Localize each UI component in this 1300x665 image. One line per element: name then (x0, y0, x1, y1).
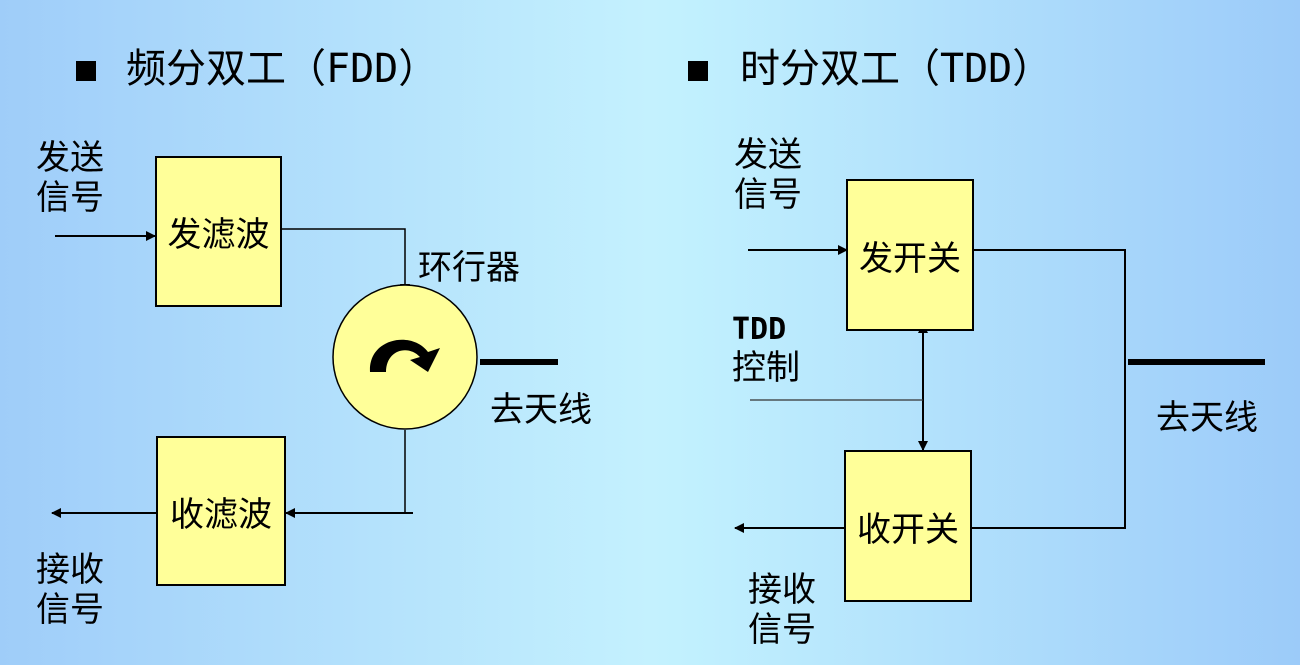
label-line: 信号 (36, 590, 104, 630)
rx-filter-block: 收滤波 (156, 436, 286, 586)
label-line: 信号 (36, 178, 104, 218)
tdd-receive-label: 接收 信号 (748, 570, 816, 650)
label-line: 信号 (734, 175, 802, 215)
circulator (332, 284, 478, 430)
rx-switch-block: 收开关 (844, 450, 972, 602)
fdd-title-text: 频分双工（ (126, 46, 326, 92)
square-bullet-icon (76, 61, 96, 81)
tdd-title: 时分双工（TDD） (740, 45, 1052, 93)
fdd-tx-to-circulator-line (281, 228, 410, 294)
fdd-title: 频分双工（FDD） (126, 45, 438, 93)
fdd-title-close: ） (398, 46, 439, 92)
tx-filter-block: 发滤波 (155, 156, 282, 307)
tdd-title-abbr: TDD (940, 46, 1013, 92)
tdd-title-text: 时分双工（ (740, 46, 940, 92)
label-line: 接收 (748, 570, 816, 610)
clockwise-arrow-icon (369, 339, 440, 372)
label-line: 发送 (36, 138, 104, 178)
tx-switch-block: 发开关 (846, 179, 974, 331)
tdd-antenna-label: 去天线 (1156, 398, 1258, 438)
label-line: 控制 (732, 348, 800, 388)
fdd-circulator-to-rx-line (404, 430, 413, 514)
square-bullet-icon (688, 61, 708, 81)
fdd-receive-label: 接收 信号 (36, 550, 104, 630)
tdd-control-label: TDD 控制 (732, 312, 800, 388)
label-line: 接收 (36, 550, 104, 590)
tdd-send-label: 发送 信号 (734, 135, 802, 215)
fdd-send-label: 发送 信号 (36, 138, 104, 218)
label-line: TDD (732, 312, 787, 347)
circulator-label: 环行器 (418, 248, 520, 288)
fdd-antenna-label: 去天线 (490, 390, 592, 430)
tdd-tx-to-antenna-line (970, 249, 1126, 529)
tdd-title-close: ） (1012, 46, 1053, 92)
label-line: 信号 (748, 610, 816, 650)
label-line: 发送 (734, 135, 802, 175)
fdd-title-abbr: FDD (326, 46, 399, 92)
